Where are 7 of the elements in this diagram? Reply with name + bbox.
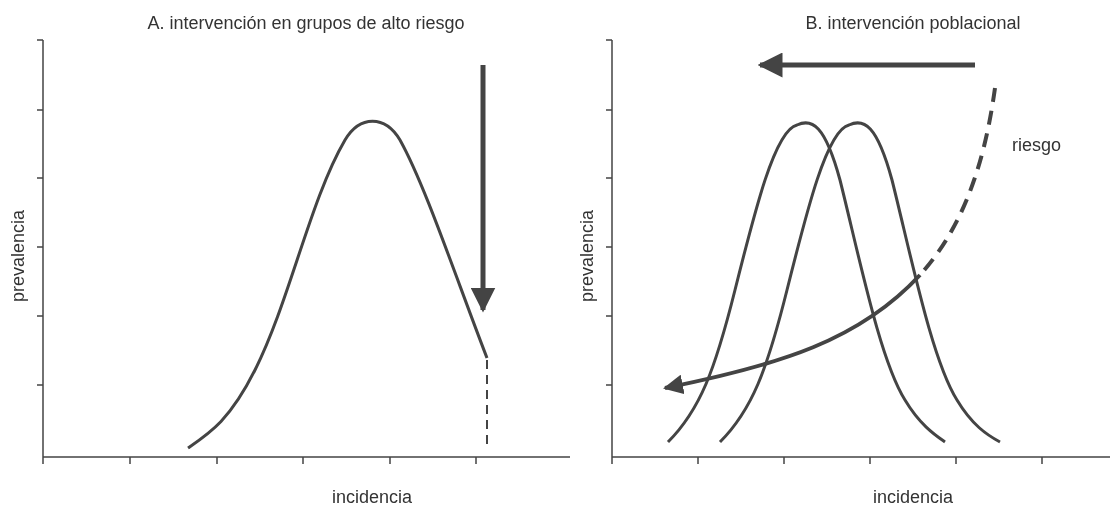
panel-title: B. intervención poblacional [805,12,1021,34]
curve-label: riesgo [1012,134,1062,156]
panel-title: A. intervención en grupos de alto riesgo [147,12,465,34]
axis-label: incidencia [331,486,413,507]
axis-label: prevalencia [7,209,29,303]
axis-label: incidencia [872,486,954,507]
axis-label: prevalencia [576,209,598,303]
